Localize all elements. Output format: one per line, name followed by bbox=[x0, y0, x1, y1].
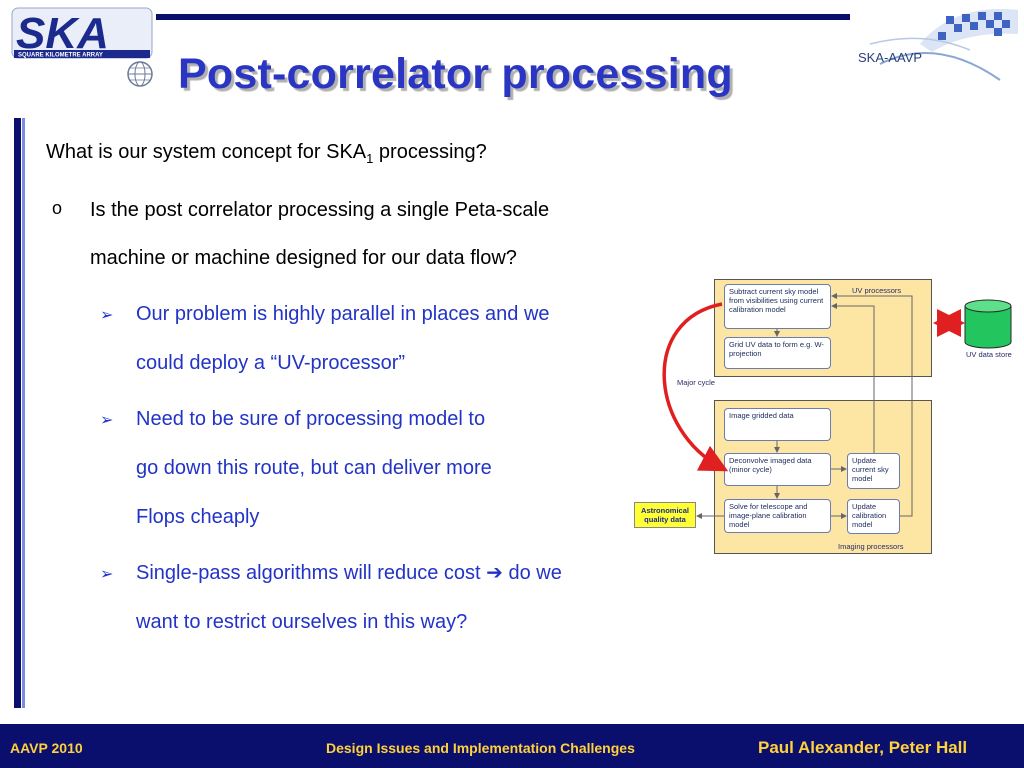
footer-center-text: Design Issues and Implementation Challen… bbox=[326, 740, 635, 756]
sub-bullet-arrow-icon: ➢ bbox=[100, 412, 114, 429]
image-gridded-box: Image gridded data bbox=[724, 408, 831, 441]
grid-uv-box: Grid UV data to form e.g. W-projection bbox=[724, 337, 831, 369]
aavp-logo-text: SKA-AAVP bbox=[858, 50, 922, 65]
uv-data-store-label: UV data store bbox=[966, 350, 1012, 359]
sub1-line1: Our problem is highly parallel in places… bbox=[136, 303, 550, 325]
sub2-line1: Need to be sure of processing model to bbox=[136, 408, 486, 430]
subtract-model-box: Subtract current sky model from visibili… bbox=[724, 284, 831, 329]
page-title: Post-correlator processing bbox=[178, 50, 733, 98]
sub1-line2: could deploy a “UV-processor” bbox=[136, 352, 406, 374]
footer-bar bbox=[0, 724, 1024, 768]
bullet1-line2: machine or machine designed for our data… bbox=[90, 247, 517, 269]
update-sky-box: Update current sky model bbox=[847, 453, 900, 489]
right-arrow-icon: ➔ bbox=[486, 562, 503, 584]
sub3-line1-pre: Single-pass algorithms will reduce cost bbox=[136, 562, 487, 584]
left-accent-bar-light bbox=[22, 118, 25, 708]
sub3-line2: want to restrict ourselves in this way? bbox=[136, 611, 468, 633]
question-text: What is our system concept for SKA1 proc… bbox=[46, 141, 487, 166]
astronomical-quality-box: Astronomical quality data bbox=[634, 502, 696, 528]
sub3-line1-post: do we bbox=[502, 562, 562, 584]
major-cycle-label: Major cycle bbox=[677, 378, 715, 387]
globe-icon bbox=[127, 61, 153, 87]
update-calibration-box: Update calibration model bbox=[847, 499, 900, 534]
question-post: processing? bbox=[373, 141, 487, 163]
header-rule bbox=[156, 14, 850, 20]
imaging-processors-label: Imaging processors bbox=[838, 542, 904, 551]
sub-bullet-arrow-icon: ➢ bbox=[100, 566, 114, 583]
footer-right-text: Paul Alexander, Peter Hall bbox=[758, 738, 968, 757]
footer-left-text: AAVP 2010 bbox=[10, 740, 83, 756]
uv-processors-label: UV processors bbox=[852, 286, 902, 295]
question-pre: What is our system concept for SKA bbox=[46, 141, 367, 163]
sub2-line3: Flops cheaply bbox=[136, 506, 260, 528]
checkered-wing-icon bbox=[869, 9, 1018, 81]
bullet-circle-icon: o bbox=[52, 198, 63, 218]
solve-calibration-box: Solve for telescope and image-plane cali… bbox=[724, 499, 831, 533]
aavp-logo: SKA-AAVP bbox=[858, 9, 1018, 81]
uv-data-store-cylinder-icon bbox=[964, 299, 1012, 349]
bullet1-line1: Is the post correlator processing a sing… bbox=[90, 199, 550, 221]
deconvolve-box: Deconvolve imaged data (minor cycle) bbox=[724, 453, 831, 486]
sub2-line2: go down this route, but can deliver more bbox=[136, 457, 492, 479]
sub-bullet-arrow-icon: ➢ bbox=[100, 307, 114, 324]
ska-logo-letters: SKA bbox=[16, 9, 109, 58]
left-accent-bar bbox=[14, 118, 21, 708]
sub3-line1: Single-pass algorithms will reduce cost … bbox=[136, 561, 562, 585]
question-subscript: 1 bbox=[366, 151, 374, 166]
ska-logo-subtext: SQUARE KILOMETRE ARRAY bbox=[18, 53, 103, 59]
ska-logo: SKA SQUARE KILOMETRE ARRAY bbox=[11, 7, 153, 87]
